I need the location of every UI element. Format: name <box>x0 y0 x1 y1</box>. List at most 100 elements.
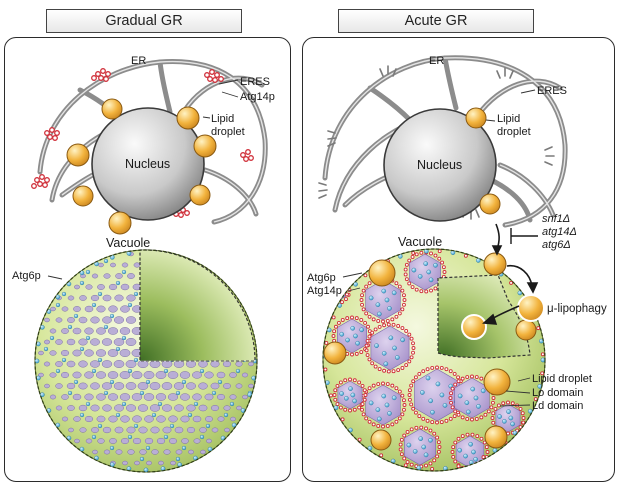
atg6p-dot <box>421 444 427 450</box>
atg14p-dot <box>391 369 396 374</box>
atg6p-dot <box>247 392 252 397</box>
atg6p-dot <box>110 255 115 260</box>
atg14p-dot <box>450 386 455 391</box>
atg14p-dot <box>491 420 496 425</box>
eres-icon <box>31 174 50 189</box>
atg14p-dot <box>390 317 395 322</box>
membrane-pit <box>74 438 80 444</box>
atg14p-dot <box>385 382 390 386</box>
membrane-pit <box>107 371 119 379</box>
atg14p-dot <box>332 329 337 334</box>
atg14p-dot <box>437 249 442 254</box>
membrane-pit <box>101 360 113 368</box>
atg14p-dot <box>376 319 381 323</box>
atg14p-dot <box>397 311 402 316</box>
atg14p-dot <box>335 383 340 388</box>
eres-icon <box>240 149 254 162</box>
atg6p-dot <box>40 325 45 330</box>
atg14p-dot <box>410 255 415 259</box>
atg14p-dot <box>436 449 441 454</box>
membrane-pit <box>85 438 93 444</box>
membrane-pit <box>181 438 189 444</box>
membrane-pit <box>174 426 184 434</box>
membrane-pit <box>79 295 87 301</box>
atg14p-dot <box>475 434 480 439</box>
membrane-pit <box>55 383 63 389</box>
right-leader-lines <box>342 89 536 407</box>
atg6p-dot <box>143 467 149 472</box>
right-vacuole-surface-droplets <box>323 252 537 451</box>
membrane-pit <box>96 415 106 423</box>
atg6p-dot <box>55 302 61 308</box>
membrane-pit <box>78 360 88 368</box>
atg6p-dot <box>73 313 79 319</box>
atg14p-dot <box>344 278 348 283</box>
atg14p-dot <box>474 375 479 379</box>
atg14p-dot <box>510 401 515 406</box>
membrane-pit <box>90 404 100 412</box>
atg14p-dot <box>363 320 368 325</box>
membrane-pit <box>120 437 130 445</box>
left-vacuole-label: Vacuole <box>106 236 150 250</box>
atg14p-dot <box>367 314 372 319</box>
atg6p-dot <box>355 340 360 346</box>
atg14p-dot <box>343 378 348 383</box>
atg14p-dot <box>400 412 405 417</box>
left-leader-lines <box>47 79 239 280</box>
atg14p-dot <box>453 409 458 414</box>
membrane-pit <box>119 393 131 401</box>
atg14p-dot <box>521 416 526 420</box>
right-vacuole-cutaway <box>437 274 531 359</box>
membrane-pit <box>107 393 119 401</box>
atg14p-dot <box>331 334 336 338</box>
atg14p-dot <box>376 424 381 428</box>
membrane-pit <box>167 371 179 379</box>
atg14p-dot <box>435 420 439 425</box>
membrane-pit <box>91 427 99 433</box>
membrane-pit <box>155 393 167 401</box>
atg14p-dot <box>421 416 426 421</box>
atg14p-dot <box>496 403 501 408</box>
right-atg6p-label: Atg6p <box>307 272 336 284</box>
membrane-pit <box>132 415 142 423</box>
membrane-pit <box>223 383 231 389</box>
membrane-pit <box>119 349 131 357</box>
atg14p-dot <box>403 272 408 277</box>
atg14p-dot <box>463 253 468 258</box>
atg14p-dot <box>430 365 435 370</box>
right-atg14p-label: Atg14p <box>307 285 342 297</box>
atg6p-dot <box>457 393 463 399</box>
atg14p-dot <box>359 318 364 322</box>
atg14p-dot <box>465 432 470 437</box>
atg14p-dot <box>435 365 439 370</box>
atg6p-dot <box>428 437 433 443</box>
atg14p-dot <box>394 419 399 424</box>
atg6p-dot <box>417 274 423 279</box>
atg6p-dot <box>381 393 387 399</box>
atg14p-dot <box>364 416 369 421</box>
atg14p-dot <box>386 322 391 327</box>
atg6p-dot <box>199 368 205 374</box>
membrane-pit <box>222 360 232 368</box>
membrane-pit <box>84 393 94 401</box>
membrane-pit <box>92 449 98 455</box>
membrane-pit <box>84 327 94 335</box>
atg6p-dot <box>348 386 353 391</box>
membrane-pit <box>103 273 111 279</box>
atg6p-dot <box>424 249 429 254</box>
atg14p-dot <box>360 407 364 412</box>
membrane-pit <box>98 262 104 268</box>
membrane-pit <box>248 361 254 367</box>
atg14p-dot <box>456 379 461 384</box>
atg6p-dot <box>540 357 545 363</box>
atg6p-dot <box>79 280 85 286</box>
atg6p-dot <box>133 291 139 297</box>
atg6p-dot <box>426 269 432 275</box>
membrane-pit <box>248 383 254 389</box>
membrane-pit <box>113 360 125 368</box>
membrane-pit <box>66 338 76 346</box>
atg14p-dot <box>448 416 453 421</box>
atg6p-dot <box>473 456 478 462</box>
membrane-pit <box>175 449 183 455</box>
atg14p-dot <box>357 437 362 442</box>
